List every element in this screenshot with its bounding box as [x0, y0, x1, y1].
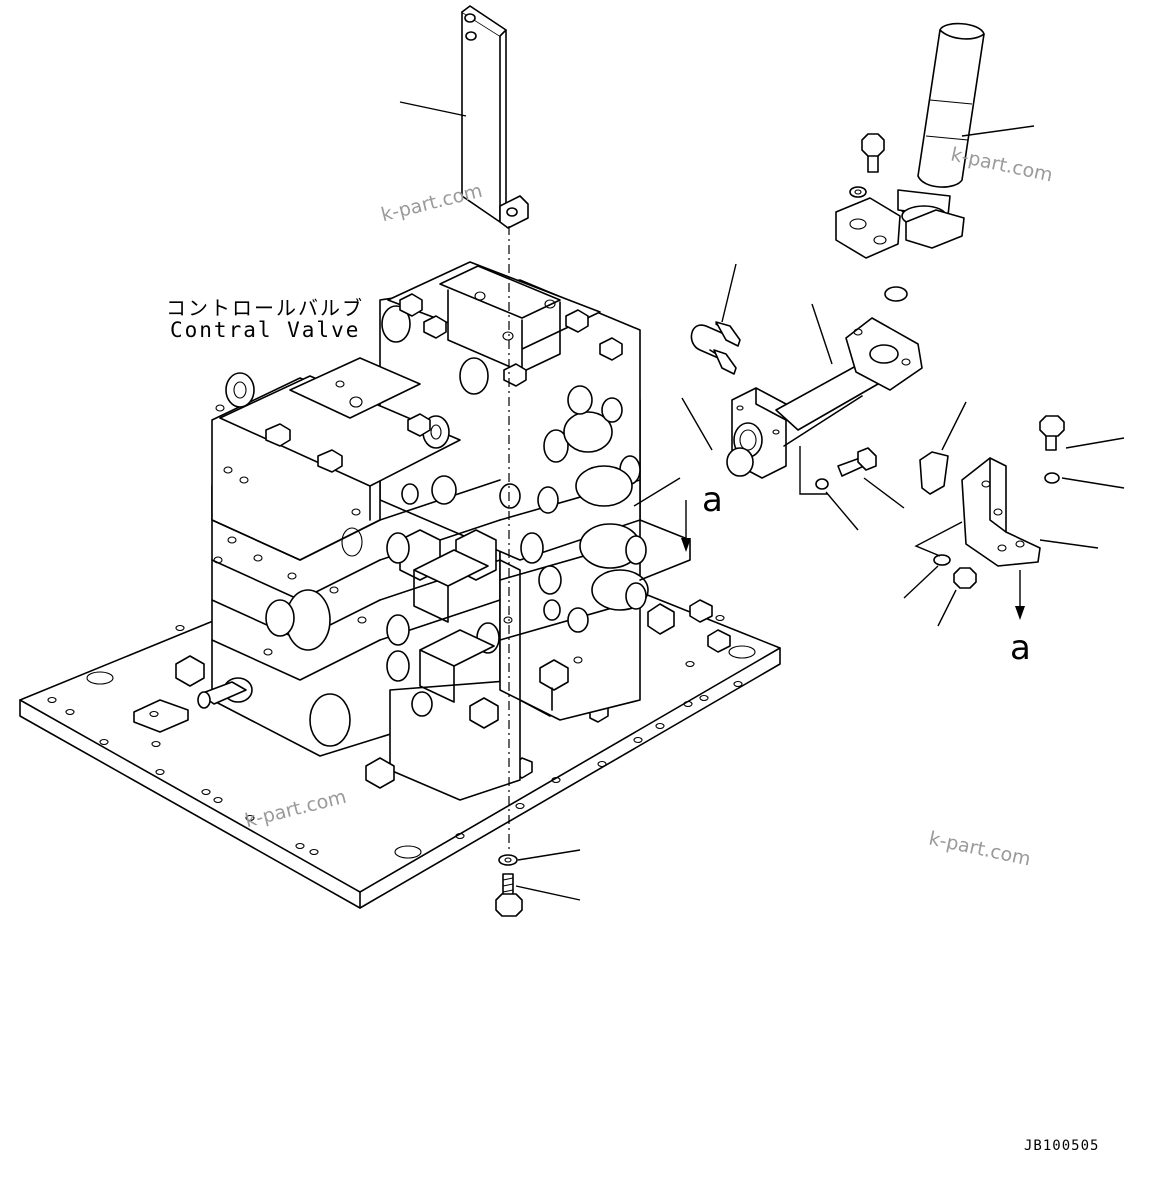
view-arrow-right: [1015, 570, 1025, 620]
u-bolt: [690, 321, 741, 375]
bolt-and-washer: [495, 854, 523, 917]
support-bracket: [461, 5, 529, 229]
shim-plate: [919, 451, 949, 495]
control-valve-label-jp: コントロールバルブ: [166, 296, 364, 320]
leader-lines: [399, 101, 1125, 901]
control-valve: [175, 261, 691, 801]
view-marker-a-right: a: [1010, 628, 1031, 668]
view-arrow-left: [681, 500, 691, 552]
hose: [835, 22, 985, 302]
pipe-assembly: [731, 317, 923, 479]
control-valve-label-en: Contral Valve: [170, 318, 361, 342]
pipe-bolt: [815, 447, 877, 490]
o-ring: [726, 447, 754, 477]
l-bracket: [933, 415, 1065, 589]
view-marker-a-left: a: [702, 480, 723, 520]
drawing-code: JB100505: [1024, 1138, 1100, 1154]
